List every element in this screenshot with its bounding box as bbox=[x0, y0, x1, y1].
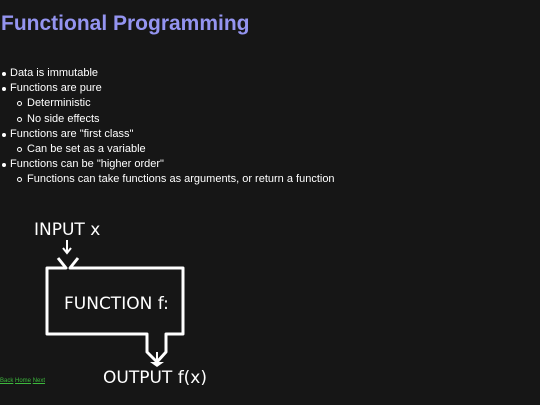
bullet-text: Functions are pure bbox=[10, 82, 102, 95]
bullet-item: Functions are "first class" Can be set a… bbox=[2, 127, 335, 157]
sub-bullet-list: Can be set as a variable bbox=[10, 142, 335, 157]
sub-bullet-text: Functions can take functions as argument… bbox=[27, 173, 335, 186]
function-label: FUNCTION f: bbox=[64, 294, 169, 314]
sub-bullet-list: Deterministic No side effects bbox=[10, 96, 335, 126]
bullet-list: Data is immutable Functions are pure Det… bbox=[2, 66, 335, 188]
output-arrow bbox=[150, 352, 164, 367]
bullet-text: Functions are "first class" bbox=[10, 127, 134, 140]
bullet-item: Functions are pure Deterministic No side… bbox=[2, 81, 335, 127]
sub-bullet-list: Functions can take functions as argument… bbox=[10, 172, 335, 187]
sub-bullet-item: Can be set as a variable bbox=[17, 142, 335, 157]
bullet-text: Data is immutable bbox=[10, 67, 99, 79]
bullet-text: Functions can be "higher order" bbox=[10, 158, 164, 171]
back-link[interactable]: Back bbox=[0, 378, 14, 384]
input-label: INPUT x bbox=[34, 220, 100, 240]
input-arrow bbox=[62, 240, 72, 255]
next-link[interactable]: Next bbox=[32, 378, 46, 384]
bullet-item: Functions can be "higher order" Function… bbox=[2, 157, 335, 187]
bullet-item: Data is immutable bbox=[2, 66, 335, 81]
slide-navigation: Back Home Next bbox=[0, 378, 45, 384]
sub-bullet-text: No side effects bbox=[27, 112, 100, 125]
sub-bullet-text: Can be set as a variable bbox=[27, 143, 146, 156]
output-label: OUTPUT f(x) bbox=[103, 368, 207, 388]
sub-bullet-text: Deterministic bbox=[27, 97, 91, 110]
slide-title: Functional Programming bbox=[1, 12, 250, 35]
home-link[interactable]: Home bbox=[15, 378, 32, 384]
sub-bullet-item: No side effects bbox=[17, 112, 335, 127]
